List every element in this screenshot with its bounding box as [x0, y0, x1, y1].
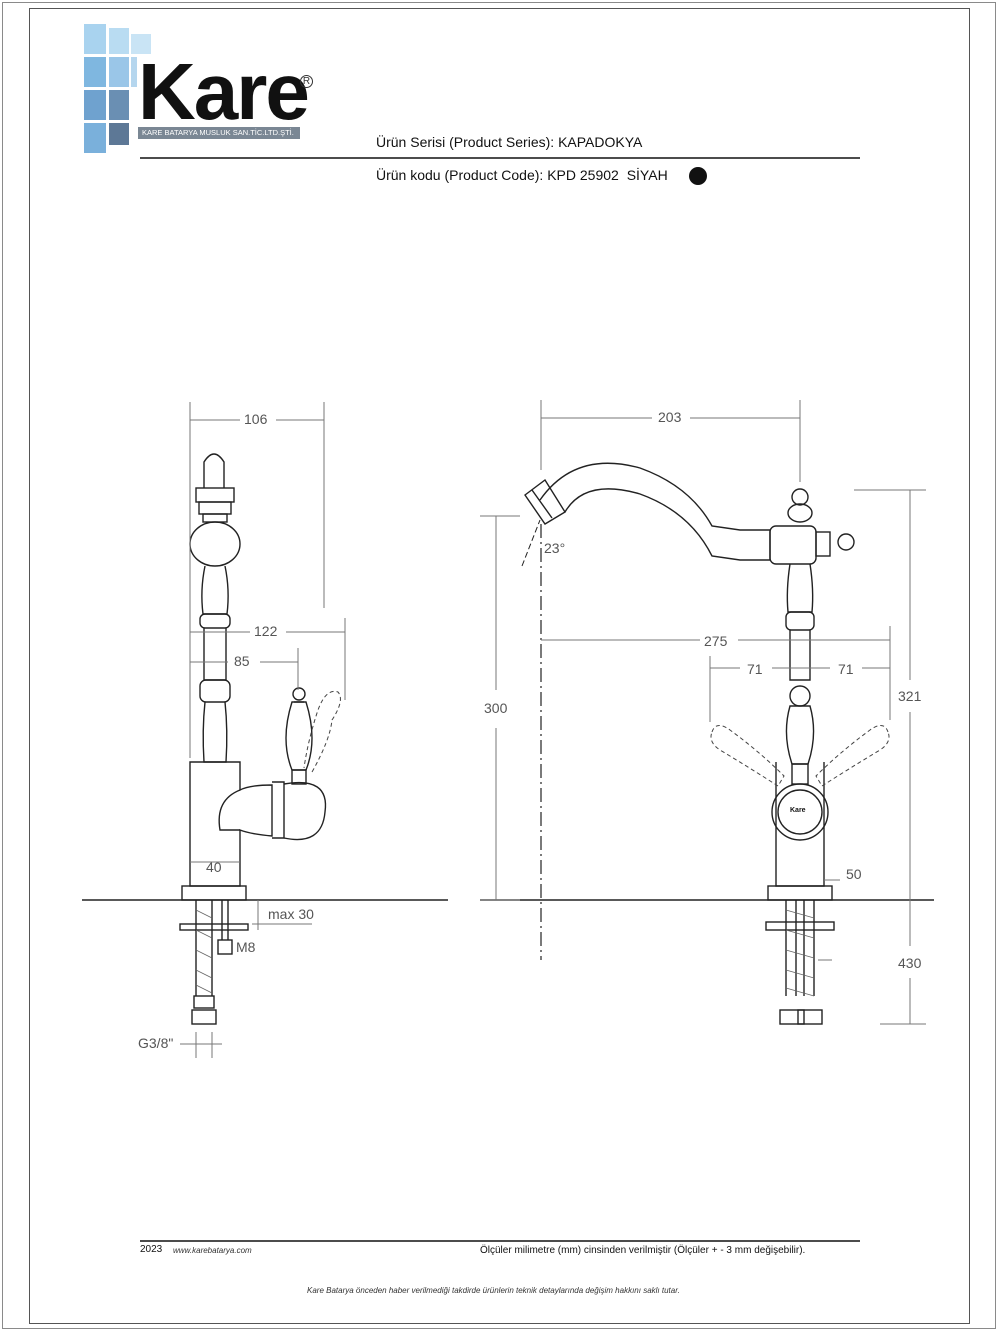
dim-max-counter: max 30: [268, 906, 314, 922]
code-label: Ürün kodu (Product Code):: [376, 167, 544, 183]
dim-spout-height: 300: [484, 700, 508, 716]
footer-year: 2023: [140, 1244, 163, 1255]
dim-thread: G3/8": [138, 1035, 174, 1051]
page-frame-inner: [29, 8, 970, 1324]
dim-base-width: 40: [206, 859, 222, 875]
dim-total-height: 321: [898, 688, 922, 704]
dim-handle-left: 71: [747, 661, 763, 677]
footer-units-note: Ölçüler milimetre (mm) cinsinden verilmi…: [480, 1245, 806, 1256]
code-row: Ürün kodu (Product Code): KPD 25902 SİYA…: [376, 167, 668, 183]
series-row: Ürün Serisi (Product Series): KAPADOKYA: [376, 134, 642, 150]
dim-spout-angle: 23°: [544, 540, 566, 556]
dim-handle-offset: 85: [234, 653, 250, 669]
dim-top-width: 106: [244, 411, 268, 427]
side-view: [179, 453, 327, 1025]
front-view: [524, 462, 855, 1025]
brand-logo-text: Kare: [138, 47, 310, 136]
dim-base-width-front: 50: [846, 866, 862, 882]
series-value: KAPADOKYA: [558, 134, 643, 150]
body-badge: Kare: [790, 807, 806, 814]
company-name: KARE BATARYA MUSLUK SAN.TİC.LTD.ŞTİ.: [138, 127, 300, 139]
color-swatch-icon: [689, 167, 707, 185]
dim-handle-right: 71: [838, 661, 854, 677]
dim-stud: M8: [236, 939, 256, 955]
dim-spout-reach: 203: [658, 409, 682, 425]
series-label: Ürün Serisi (Product Series):: [376, 134, 555, 150]
color-name: SİYAH: [626, 167, 668, 183]
logo-mosaic: [84, 24, 151, 153]
code-value: KPD 25902: [547, 167, 619, 183]
footer-disclaimer: Kare Batarya önceden haber verilmediği t…: [307, 1286, 680, 1295]
footer-website[interactable]: www.karebatarya.com: [173, 1246, 252, 1255]
dim-handle-reach: 122: [254, 623, 278, 639]
registered-mark: R: [300, 75, 313, 88]
dim-hose-length: 430: [898, 955, 922, 971]
dim-handle-span: 275: [704, 633, 728, 649]
